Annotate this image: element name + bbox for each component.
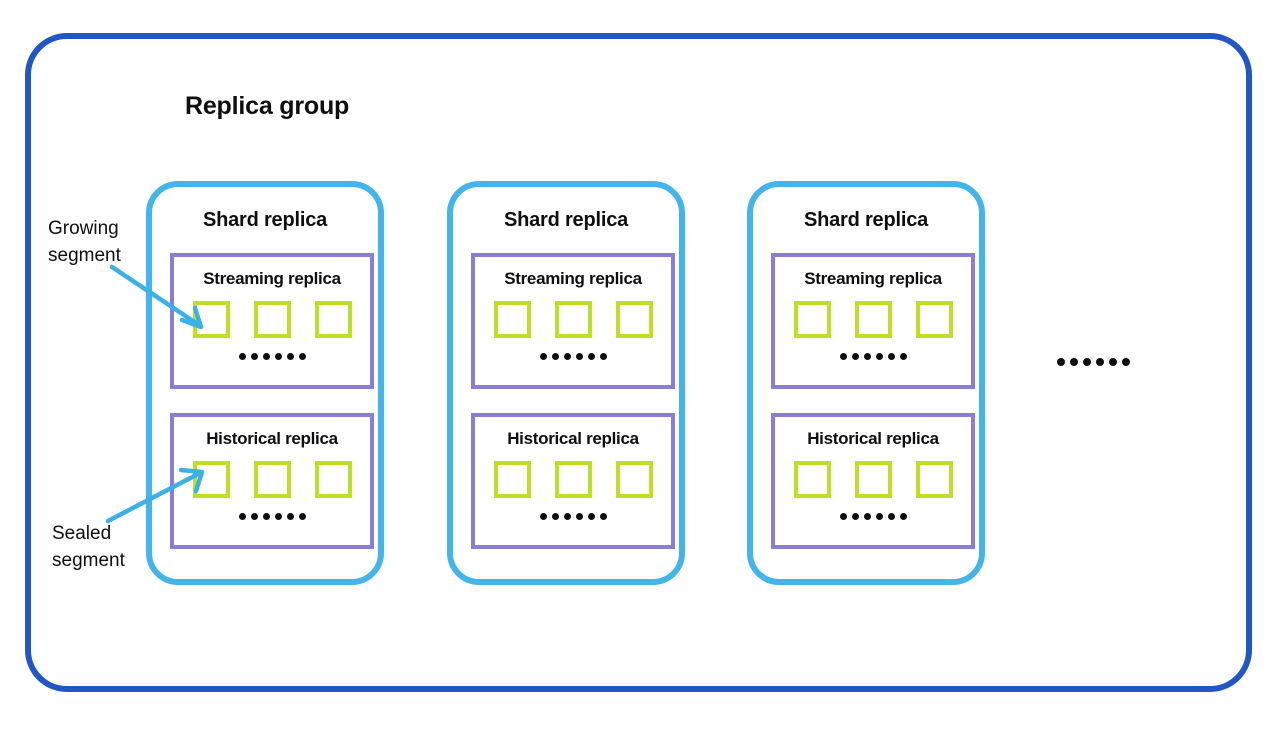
ellipsis-dot [575,513,583,520]
ellipsis-dot [875,513,883,520]
ellipsis-dot [551,513,559,520]
horizontal-ellipsis-icon [775,513,971,520]
segment-row [174,461,370,498]
ellipsis-dot [587,353,595,360]
streaming-replica-box[interactable]: Streaming replica [471,253,675,389]
streaming-replica-box[interactable]: Streaming replica [170,253,374,389]
segment-square[interactable] [554,461,592,498]
historical-replica-box[interactable]: Historical replica [471,413,675,549]
ellipsis-dot [1083,358,1091,366]
horizontal-ellipsis-icon [174,353,370,360]
segment-square[interactable] [915,301,953,338]
ellipsis-dot [839,353,847,360]
ellipsis-dot [250,353,258,360]
ellipsis-dot [899,353,907,360]
horizontal-ellipsis-icon [174,513,370,520]
segment-row [775,301,971,338]
more-shards-ellipsis-icon [1057,358,1130,366]
streaming-replica-box[interactable]: Streaming replica [771,253,975,389]
shard-replica-card-1[interactable]: Shard replica Streaming replica Historic… [146,181,384,585]
sealed-segment-label: Sealed segment [52,523,125,571]
shard-replica-title: Shard replica [803,209,929,231]
ellipsis-dot [599,513,607,520]
ellipsis-dot [887,353,895,360]
segment-row [475,461,671,498]
ellipsis-dot [551,353,559,360]
ellipsis-dot [899,513,907,520]
ellipsis-dot [286,353,294,360]
ellipsis-dot [238,513,246,520]
ellipsis-dot [563,353,571,360]
historical-replica-title: Historical replica [507,429,639,448]
segment-square[interactable] [793,301,831,338]
ellipsis-dot [274,513,282,520]
ellipsis-dot [875,353,883,360]
ellipsis-dot [863,513,871,520]
segment-square[interactable] [615,301,653,338]
segment-square[interactable] [854,301,892,338]
ellipsis-dot [298,353,306,360]
horizontal-ellipsis-icon [775,353,971,360]
page-title: Replica group [185,92,350,120]
ellipsis-dot [1122,358,1130,366]
segment-row [475,301,671,338]
segment-row [174,301,370,338]
ellipsis-dot [563,513,571,520]
segment-square[interactable] [554,301,592,338]
ellipsis-dot [250,513,258,520]
segment-square[interactable] [253,301,291,338]
ellipsis-dot [539,353,547,360]
shard-replica-card-3[interactable]: Shard replica Streaming replica Historic… [747,181,985,585]
ellipsis-dot [863,353,871,360]
segment-square[interactable] [314,301,352,338]
segment-square[interactable] [493,301,531,338]
ellipsis-dot [851,353,859,360]
growing-segment-label: Growing segment [48,218,121,266]
horizontal-ellipsis-icon [475,513,671,520]
ellipsis-dot [274,353,282,360]
ellipsis-dot [599,353,607,360]
streaming-replica-title: Streaming replica [504,269,642,288]
shard-replica-title: Shard replica [503,209,629,231]
streaming-replica-title: Streaming replica [203,269,341,288]
shard-replica-card-2[interactable]: Shard replica Streaming replica Historic… [447,181,685,585]
ellipsis-dot [539,513,547,520]
ellipsis-dot [262,353,270,360]
ellipsis-dot [238,353,246,360]
segment-square[interactable] [615,461,653,498]
segment-square[interactable] [854,461,892,498]
ellipsis-dot [587,513,595,520]
segment-square[interactable] [253,461,291,498]
segment-square[interactable] [493,461,531,498]
ellipsis-dot [1070,358,1078,366]
ellipsis-dot [298,513,306,520]
segment-square[interactable] [192,301,230,338]
streaming-replica-title: Streaming replica [804,269,942,288]
ellipsis-dot [1109,358,1117,366]
horizontal-ellipsis-icon [475,353,671,360]
ellipsis-dot [575,353,583,360]
ellipsis-dot [839,513,847,520]
ellipsis-dot [887,513,895,520]
historical-replica-title: Historical replica [807,429,939,448]
historical-replica-box[interactable]: Historical replica [771,413,975,549]
historical-replica-title: Historical replica [206,429,338,448]
segment-square[interactable] [192,461,230,498]
ellipsis-dot [1057,358,1065,366]
ellipsis-dot [262,513,270,520]
segment-square[interactable] [314,461,352,498]
historical-replica-box[interactable]: Historical replica [170,413,374,549]
segment-row [775,461,971,498]
ellipsis-dot [1096,358,1104,366]
segment-square[interactable] [915,461,953,498]
ellipsis-dot [851,513,859,520]
ellipsis-dot [286,513,294,520]
shard-replica-title: Shard replica [202,209,328,231]
segment-square[interactable] [793,461,831,498]
